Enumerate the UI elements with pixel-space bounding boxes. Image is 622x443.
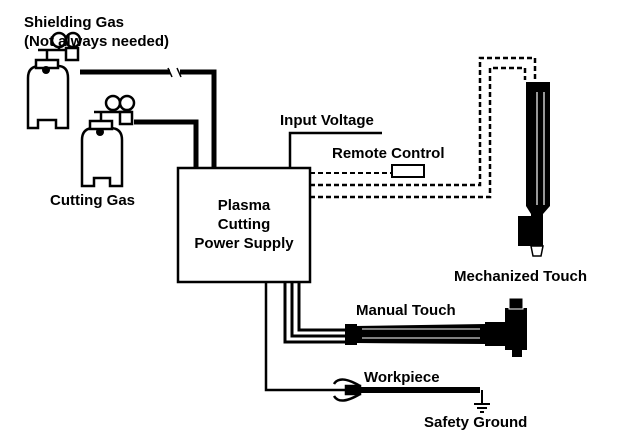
shielding-gas-note: (Not always needed)	[24, 33, 170, 50]
mechanized-torch-label: Mechanized Touch	[454, 268, 588, 285]
workpiece-plate	[360, 387, 480, 393]
input-voltage-label: Input Voltage	[280, 112, 374, 129]
mechanized-torch-leads	[310, 56, 537, 199]
power-supply-label: Plasma Cutting Power Supply	[178, 196, 310, 253]
safety-ground-label: Safety Ground	[424, 414, 528, 431]
cutting-gas-cylinder	[80, 94, 136, 188]
work-clamp	[332, 378, 362, 402]
manual-torch	[345, 297, 527, 357]
safety-ground-symbol	[474, 390, 490, 413]
cutting-gas-label: Cutting Gas	[50, 192, 135, 209]
work-cable	[264, 282, 346, 392]
gas-hoses	[80, 69, 217, 168]
power-supply-box	[176, 166, 312, 284]
input-voltage-line	[288, 131, 382, 168]
power-supply-line-3: Power Supply	[194, 235, 294, 252]
mechanized-torch	[518, 82, 550, 257]
power-supply-line-2: Cutting	[217, 216, 271, 233]
remote-control-pendant	[391, 164, 425, 178]
shielding-gas-label: Shielding Gas	[24, 14, 125, 31]
manual-torch-leads	[283, 282, 350, 344]
shielding-gas-cylinder	[26, 31, 82, 130]
power-supply-line-1: Plasma	[217, 197, 271, 214]
workpiece-label: Workpiece	[364, 369, 440, 386]
remote-control-label: Remote Control	[332, 145, 445, 162]
manual-torch-label: Manual Touch	[356, 302, 456, 319]
